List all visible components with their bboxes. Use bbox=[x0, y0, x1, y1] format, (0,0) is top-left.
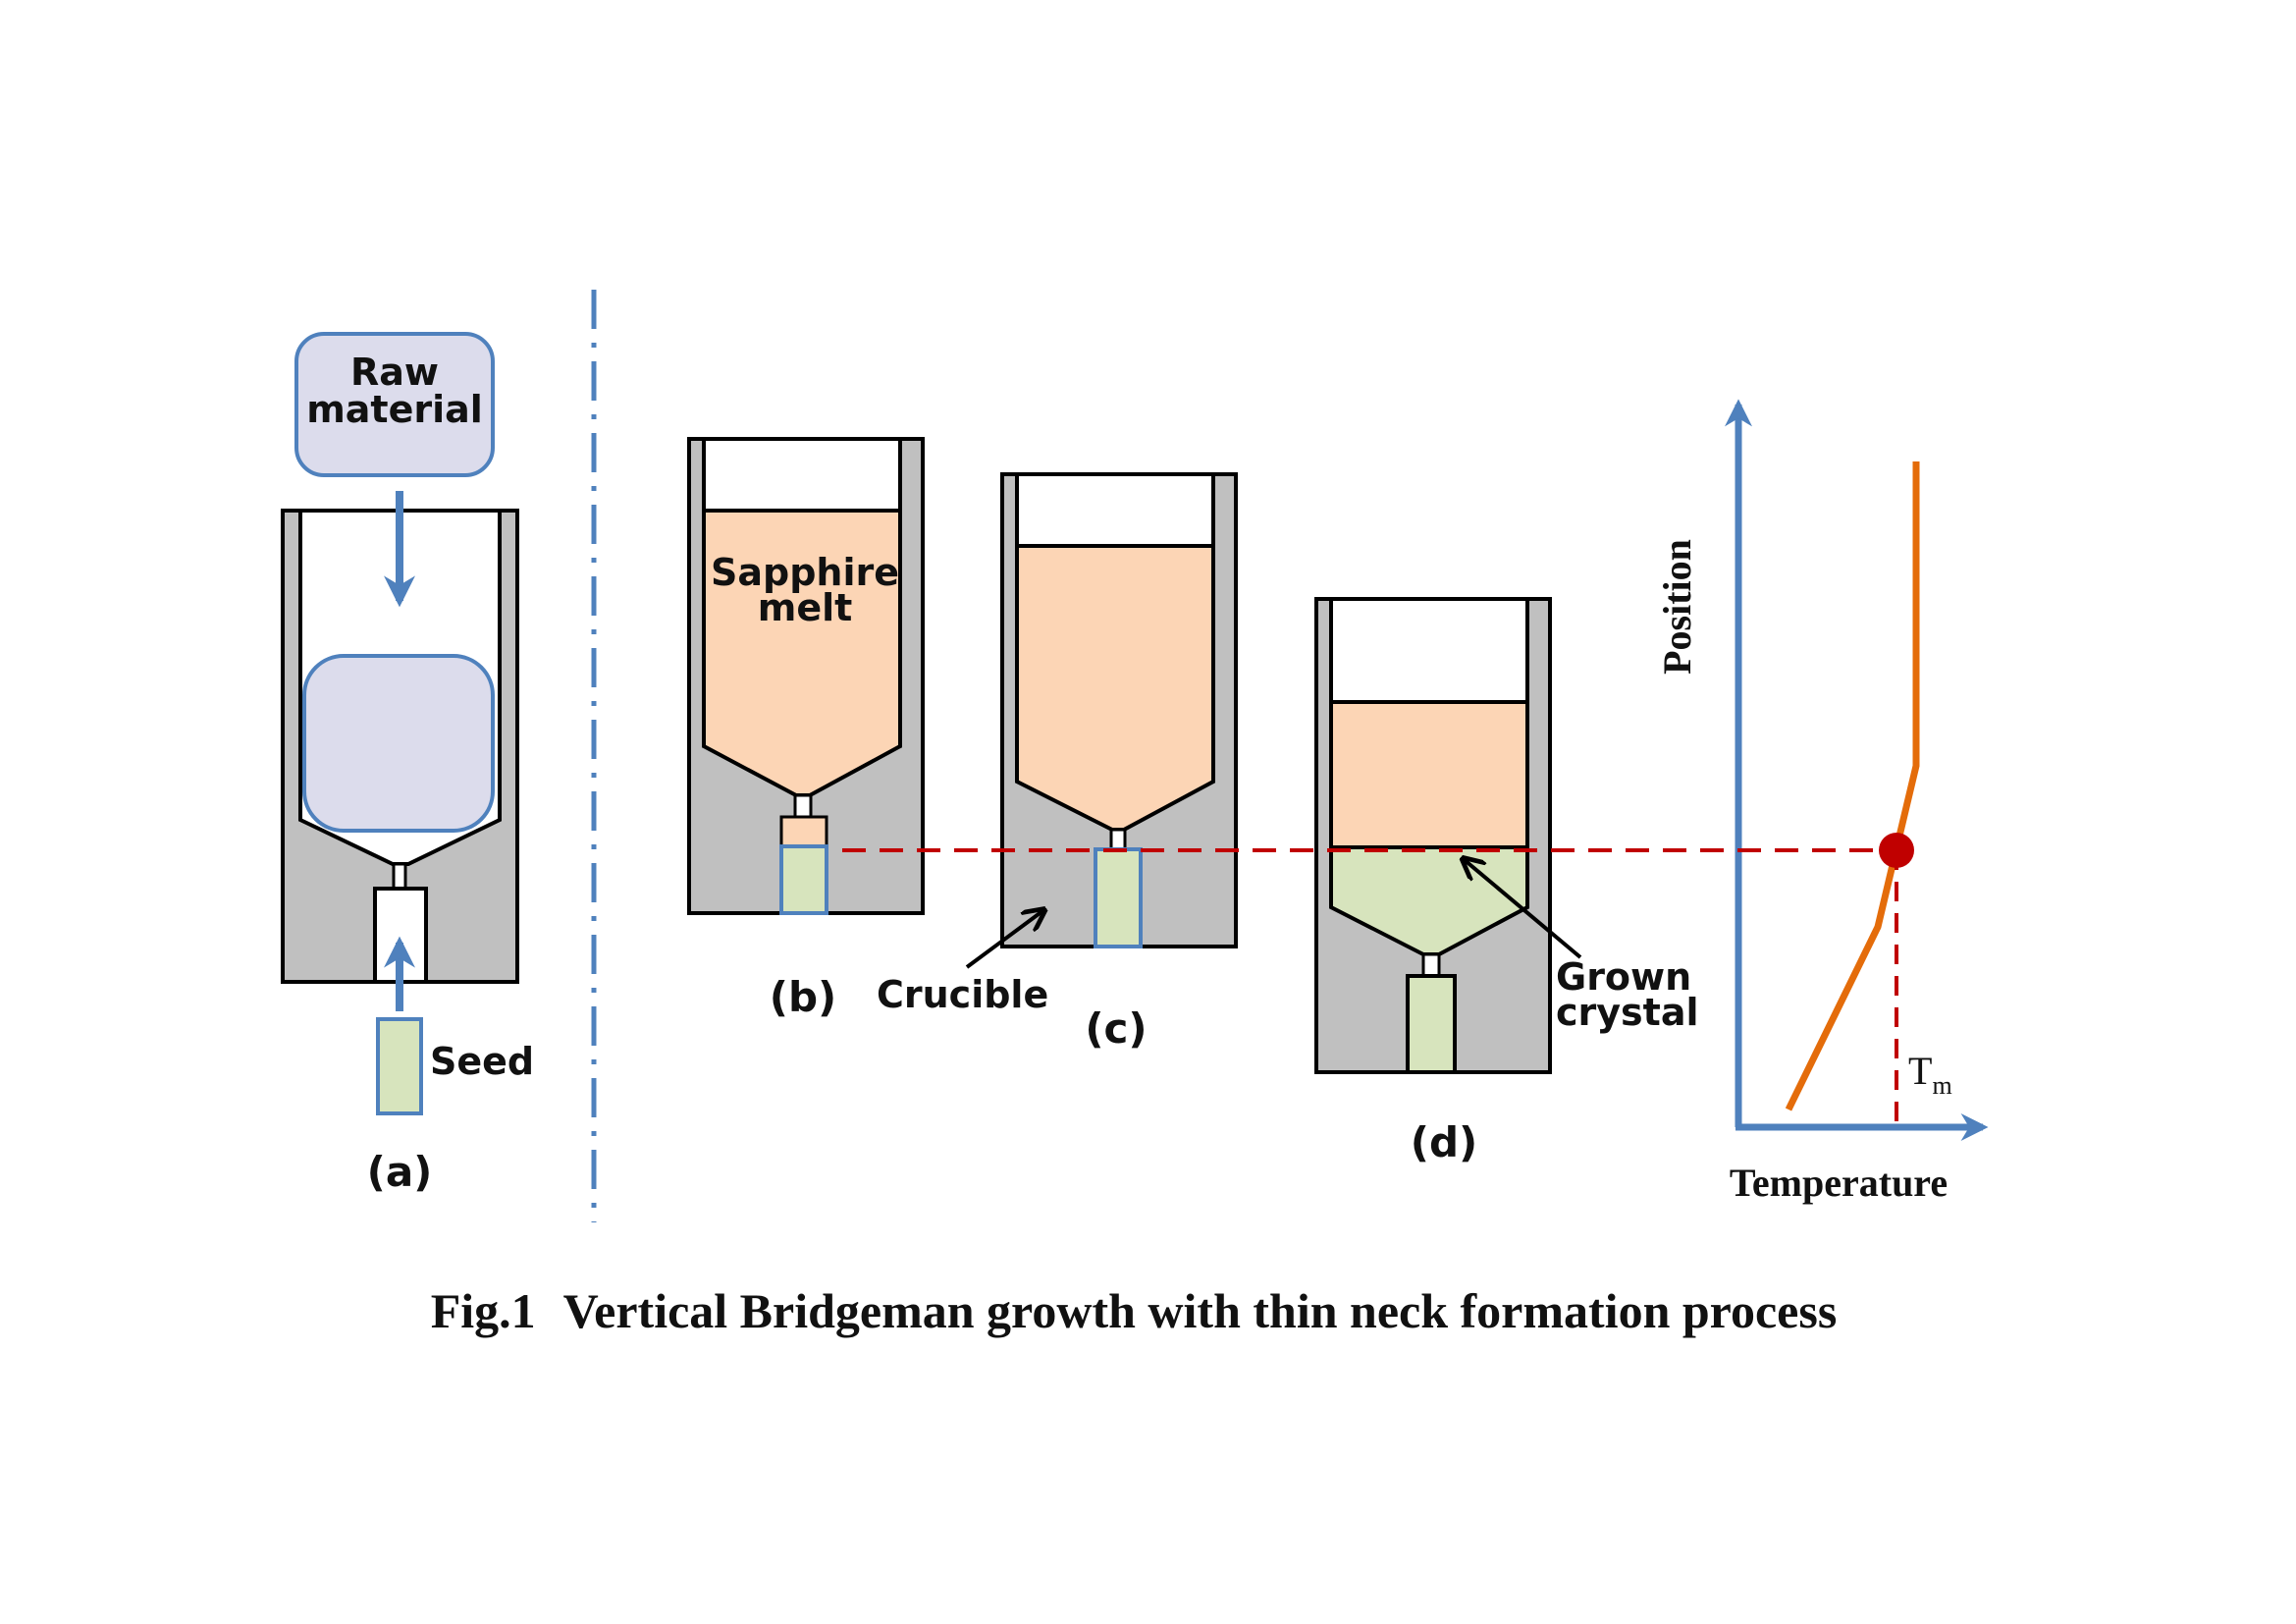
seed-d bbox=[1406, 974, 1457, 1074]
panel-d: Grown crystal (d) bbox=[1314, 597, 1699, 1166]
figure-caption-text: Vertical Bridgeman growth with thin neck… bbox=[563, 1283, 1838, 1338]
raw-material-label-2: material bbox=[306, 388, 483, 431]
melt-d bbox=[1329, 700, 1529, 849]
crucible-top-b bbox=[702, 437, 902, 513]
panel-c: Crucible (c) bbox=[877, 472, 1238, 1053]
temperature-profile-graph: Position Temperature Tm bbox=[1655, 399, 1989, 1205]
seed-a bbox=[376, 1017, 423, 1115]
x-axis-label: Temperature bbox=[1730, 1161, 1948, 1205]
panel-b-label: (b) bbox=[770, 973, 836, 1021]
neck-b bbox=[793, 793, 813, 819]
figure-caption: Fig.1 Vertical Bridgeman growth with thin… bbox=[431, 1283, 1838, 1338]
panel-b: Sapphire melt (b) bbox=[687, 437, 925, 1021]
figure-number: Fig.1 bbox=[431, 1283, 536, 1338]
tm-label: Tm bbox=[1908, 1049, 1952, 1100]
melt-c bbox=[1015, 544, 1215, 832]
neck-c bbox=[1109, 828, 1127, 851]
panel-a-label: (a) bbox=[367, 1148, 433, 1196]
crucible-top-d bbox=[1329, 597, 1529, 704]
y-axis-label: Position bbox=[1655, 539, 1699, 675]
grown-crystal-label-1: Grown bbox=[1556, 955, 1691, 999]
crucible-pointer-arrow bbox=[965, 911, 1042, 969]
panel-a: Raw material Seed (a) bbox=[281, 332, 534, 1196]
sapphire-melt-label-1: Sapphire bbox=[711, 551, 899, 594]
grown-crystal-label-2: crystal bbox=[1556, 991, 1699, 1034]
raw-material-box bbox=[294, 332, 495, 477]
tm-label-subscript: m bbox=[1932, 1071, 1951, 1100]
neck-d bbox=[1421, 952, 1441, 978]
raw-material-label-1: Raw bbox=[350, 351, 439, 394]
grown-crystal-pointer-arrow bbox=[1465, 860, 1582, 959]
seed-b bbox=[779, 844, 828, 915]
sapphire-melt-label-2: melt bbox=[758, 586, 853, 629]
seed-label: Seed bbox=[430, 1040, 534, 1083]
panel-c-label: (c) bbox=[1085, 1004, 1147, 1053]
raw-material-in-crucible bbox=[302, 654, 495, 833]
crucible-label: Crucible bbox=[877, 973, 1048, 1016]
crucible-top-c bbox=[1015, 472, 1215, 548]
melting-point-marker bbox=[1879, 833, 1914, 868]
seed-c bbox=[1094, 847, 1143, 948]
melt-in-seed-channel-b bbox=[779, 815, 828, 848]
neck-a bbox=[392, 862, 407, 891]
tm-label-main: T bbox=[1908, 1049, 1932, 1093]
panel-d-label: (d) bbox=[1411, 1118, 1477, 1166]
